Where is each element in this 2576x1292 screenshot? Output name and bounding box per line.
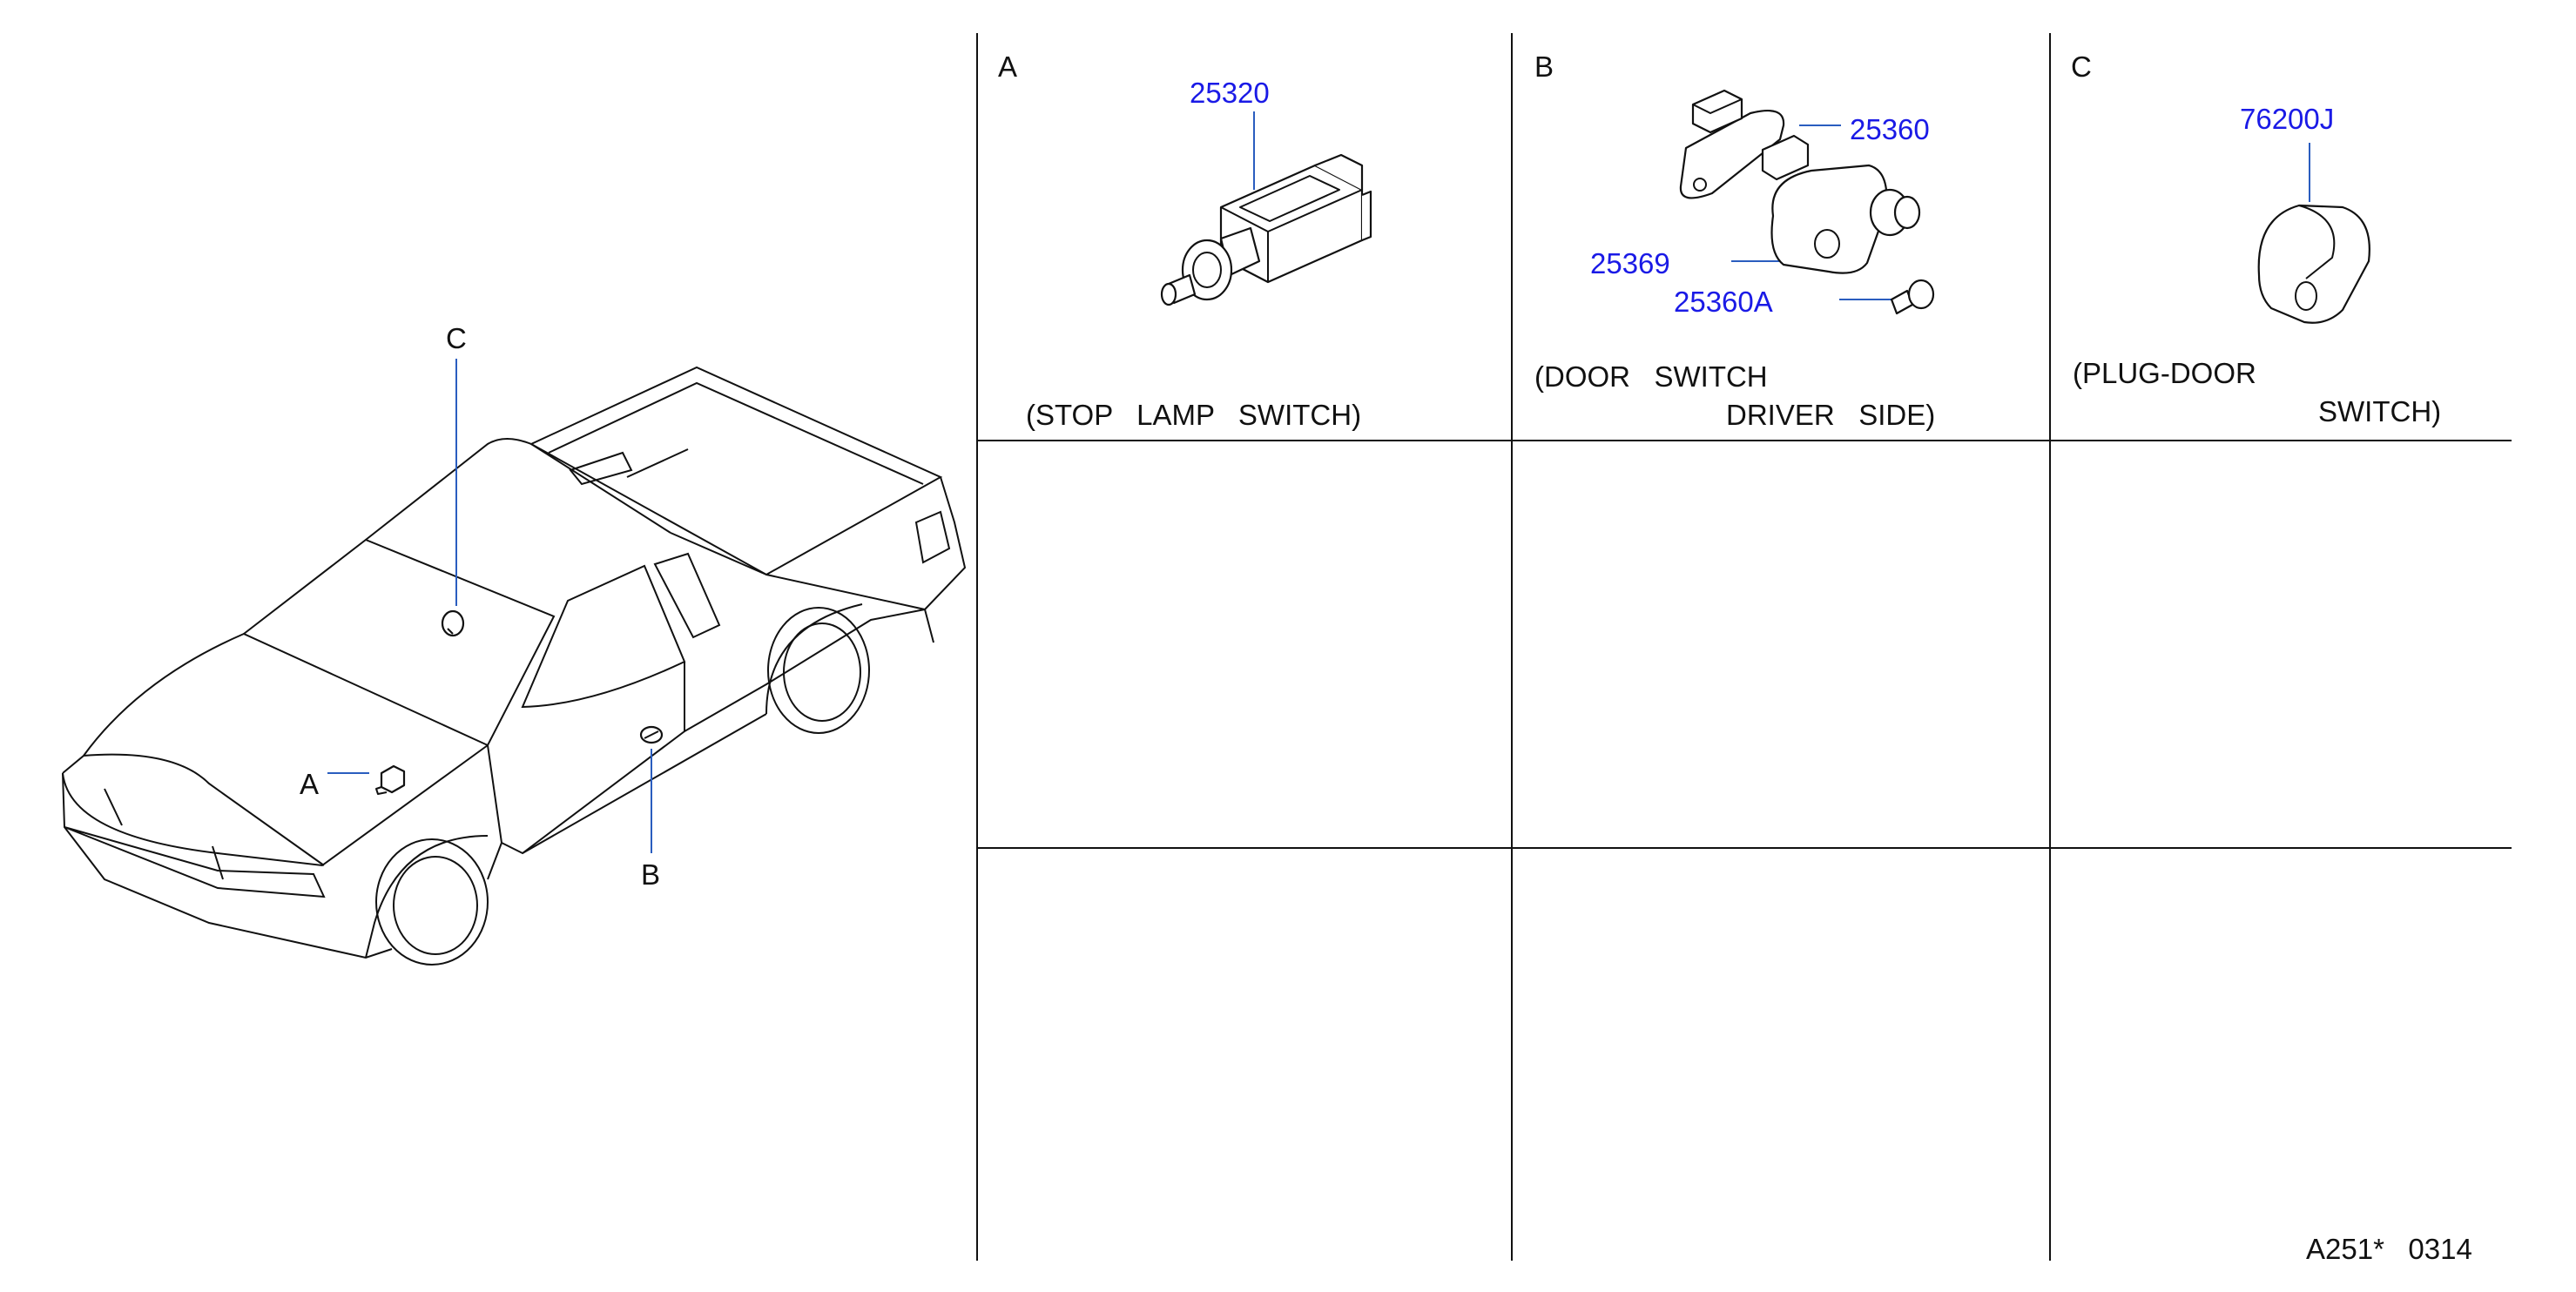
callout-a-label: A	[300, 768, 319, 800]
part-number-label: 76200J	[2240, 103, 2334, 135]
panel-caption: SWITCH)	[2318, 395, 2441, 427]
part-number-label: 25360A	[1674, 286, 1773, 318]
panel-letter: C	[2071, 50, 2092, 83]
stop-lamp-switch-location-icon	[375, 764, 406, 795]
callout-c-label: C	[446, 322, 467, 354]
plug-door-switch-icon	[2257, 204, 2370, 324]
panel-a-stop-lamp-switch: A 25320 (STOP LAMP SWITCH)	[998, 50, 1372, 431]
pickup-truck-outline	[62, 366, 967, 966]
door-switch-icon	[1679, 89, 1935, 315]
plug-door-switch-location-icon	[441, 609, 465, 637]
door-switch-location-icon	[639, 725, 664, 744]
parts-grid	[976, 33, 2512, 1261]
part-number-label: 25360	[1850, 113, 1930, 145]
panel-letter: B	[1534, 50, 1554, 83]
part-number-label: 25369	[1590, 247, 1670, 279]
part-number-label: 25320	[1190, 77, 1270, 109]
stop-lamp-switch-icon	[1160, 153, 1372, 306]
panel-caption: (DOOR SWITCH	[1534, 360, 1768, 393]
panel-letter: A	[998, 50, 1017, 83]
vehicle-locator-drawing: A C B	[62, 322, 967, 966]
diagram-reference-code: A251* 0314	[2306, 1233, 2472, 1265]
panel-b-door-switch: B 25360 25369 25360A (DOOR SWITCH DRIVER…	[1534, 50, 1935, 431]
panel-c-plug-door-switch: C 76200J (PLUG-DOOR SWITCH)	[2071, 50, 2441, 427]
panel-caption: (PLUG-DOOR	[2073, 357, 2256, 389]
panel-caption: (STOP LAMP SWITCH)	[1026, 399, 1361, 431]
callout-b-label: B	[641, 858, 660, 891]
panel-caption: DRIVER SIDE)	[1726, 399, 1935, 431]
